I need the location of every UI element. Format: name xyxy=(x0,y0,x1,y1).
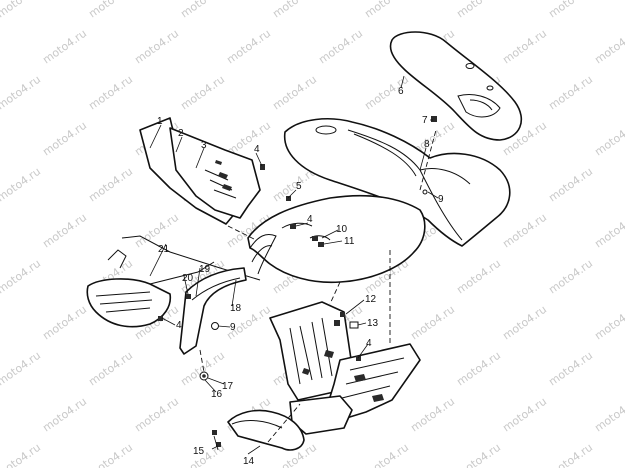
callout-4-fender: 4 xyxy=(307,214,313,225)
part-18-side-guard xyxy=(179,267,247,355)
watermark-text: moto4.ru xyxy=(454,441,503,468)
watermark-text: moto4.ru xyxy=(546,73,595,113)
callout-21: 21 xyxy=(158,244,170,255)
watermark-text: moto4.ru xyxy=(224,27,273,67)
watermark-text: moto4.ru xyxy=(454,257,503,297)
watermark-text: moto4.ru xyxy=(500,395,549,435)
watermark-text: moto4.ru xyxy=(0,441,43,468)
watermark-text: moto4.ru xyxy=(408,303,457,343)
watermark-text: moto4.ru xyxy=(86,441,135,468)
part-14-front-guard xyxy=(227,409,305,451)
watermark-text: moto4.ru xyxy=(592,211,625,251)
callout-4-frame: 4 xyxy=(366,338,372,349)
watermark-text: moto4.ru xyxy=(0,0,43,20)
watermark-text: moto4.ru xyxy=(270,73,319,113)
watermark-text: moto4.ru xyxy=(0,73,43,113)
callout-18: 18 xyxy=(230,303,242,314)
callout-13: 13 xyxy=(367,318,379,329)
watermark-text: moto4.ru xyxy=(546,349,595,389)
watermark-text: moto4.ru xyxy=(0,257,43,297)
callout-16: 16 xyxy=(211,389,223,400)
watermark-text: moto4.ru xyxy=(86,165,135,205)
watermark-text: moto4.ru xyxy=(270,0,319,20)
callout-19: 19 xyxy=(199,264,211,275)
callout-8: 8 xyxy=(424,139,430,150)
callout-4-top: 4 xyxy=(254,144,260,155)
watermark-text: moto4.ru xyxy=(362,73,411,113)
callout-10: 10 xyxy=(336,224,348,235)
callout-4-left: 4 xyxy=(176,320,182,331)
callout-1: 1 xyxy=(157,116,163,127)
watermark-text: moto4.ru xyxy=(0,165,43,205)
callout-11: 11 xyxy=(344,236,355,247)
watermark-text: moto4.ru xyxy=(592,27,625,67)
watermark-text: moto4.ru xyxy=(454,349,503,389)
callout-6: 6 xyxy=(398,86,404,97)
watermark-text: moto4.ru xyxy=(40,211,89,251)
watermark-text: moto4.ru xyxy=(40,303,89,343)
callout-20: 20 xyxy=(182,273,194,284)
watermark-text: moto4.ru xyxy=(546,165,595,205)
callout-12: 12 xyxy=(365,294,377,305)
watermark-text: moto4.ru xyxy=(178,0,227,20)
watermark-text: moto4.ru xyxy=(454,0,503,20)
part-1-2-3-panels xyxy=(139,117,261,225)
part-7-clip xyxy=(431,116,437,122)
watermark-text: moto4.ru xyxy=(362,0,411,20)
watermark-text: moto4.ru xyxy=(86,0,135,20)
watermark-text: moto4.ru xyxy=(592,303,625,343)
watermark-text: moto4.ru xyxy=(500,211,549,251)
callout-2: 2 xyxy=(178,128,184,139)
callout-17: 17 xyxy=(222,381,234,392)
watermark-text: moto4.ru xyxy=(546,257,595,297)
watermark-text: moto4.ru xyxy=(500,303,549,343)
watermark-text: moto4.ru xyxy=(132,395,181,435)
callout-9-left: 9 xyxy=(230,322,236,333)
watermark-text: moto4.ru xyxy=(40,395,89,435)
leader-lines xyxy=(149,75,439,455)
watermark-text: moto4.ru xyxy=(408,395,457,435)
watermark-text: moto4.ru xyxy=(592,395,625,435)
watermark-text: moto4.ru xyxy=(546,0,595,20)
part-frame-column xyxy=(269,301,421,435)
callout-5: 5 xyxy=(296,181,302,192)
callout-9-shroud: 9 xyxy=(438,194,444,205)
callout-15: 15 xyxy=(193,446,205,457)
watermark-text: moto4.ru xyxy=(362,441,411,468)
callout-labels: 1 2 3 4 4 4 4 5 6 7 8 9 9 10 11 12 13 14… xyxy=(157,86,444,467)
part-front-fender xyxy=(247,194,426,284)
watermark-text: moto4.ru xyxy=(40,119,89,159)
part-6-seat-cover xyxy=(389,31,523,141)
callout-3: 3 xyxy=(201,140,207,151)
watermark-text: moto4.ru xyxy=(316,27,365,67)
assembly-lines xyxy=(199,129,437,443)
callout-14: 14 xyxy=(243,456,255,467)
watermark-text: moto4.ru xyxy=(86,349,135,389)
watermark-text: moto4.ru xyxy=(132,27,181,67)
watermark-text: moto4.ru xyxy=(546,441,595,468)
watermark-text: moto4.ru xyxy=(592,119,625,159)
watermark-text: moto4.ru xyxy=(0,349,43,389)
callout-7: 7 xyxy=(422,115,428,126)
watermark-text: moto4.ru xyxy=(178,73,227,113)
watermark-text: moto4.ru xyxy=(86,73,135,113)
watermark-text: moto4.ru xyxy=(500,27,549,67)
watermark-text: moto4.ru xyxy=(40,27,89,67)
part-footboard-frame xyxy=(86,235,261,328)
